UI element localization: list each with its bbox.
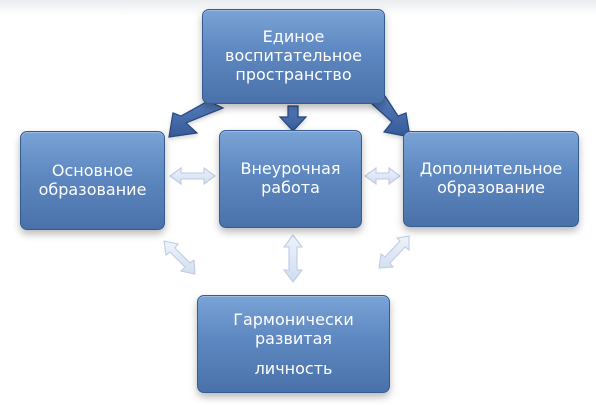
node-bottom-line-2: развитая: [254, 328, 333, 348]
arrow-top-to-left: [168, 100, 225, 138]
node-bottom-line-1: Гармонически: [233, 309, 354, 329]
node-extracurricular-work: Внеурочная работа: [219, 130, 362, 228]
node-bottom-line-3: личность: [254, 359, 333, 379]
node-harmoniously-developed-personality: Гармонически развитая личность: [197, 295, 390, 393]
node-single-educational-space: Единое воспитательное пространство: [202, 9, 385, 104]
arrow-top-to-center: [278, 105, 308, 132]
top-fade: [0, 0, 596, 16]
node-basic-education: Основное образование: [20, 131, 165, 230]
node-basic-education-label: Основное образование: [38, 160, 147, 199]
node-additional-education: Дополнительное образование: [403, 131, 579, 227]
arrow-left-center: [169, 166, 216, 186]
node-harmoniously-developed-personality-label: Гармонически развитая личность: [233, 310, 354, 379]
arrow-top-to-right: [369, 95, 411, 138]
arrow-left-bottom: [163, 240, 196, 275]
node-extracurricular-work-label: Внеурочная работа: [240, 159, 341, 197]
arrow-center-right: [364, 166, 401, 186]
node-additional-education-label: Дополнительное образование: [419, 159, 563, 197]
node-single-educational-space-label: Единое воспитательное пространство: [225, 27, 362, 84]
arrow-center-bottom: [282, 234, 304, 283]
arrow-right-bottom: [378, 235, 410, 269]
